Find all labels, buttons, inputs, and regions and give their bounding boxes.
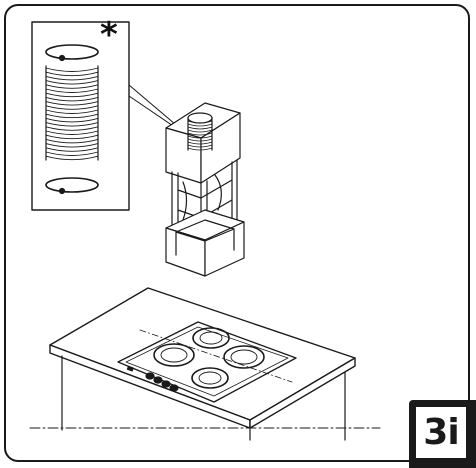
duct-corrugation (45, 84, 99, 89)
top-clamp-ring (45, 44, 99, 60)
leader-line (128, 84, 183, 131)
hood-duct-corrugation (187, 123, 213, 127)
bottom-clamp-ring (45, 177, 99, 193)
hob-burners (153, 327, 265, 389)
duct-corrugation (45, 151, 99, 156)
duct-corrugation (45, 105, 99, 110)
duct-inset (31, 21, 183, 211)
hood-duct-corrugation (187, 120, 213, 124)
bottom-clamp-screw (58, 187, 66, 195)
duct-corrugation (45, 96, 99, 102)
hood-duct-corrugation (187, 147, 213, 151)
inset-asterisk-marker: * (100, 15, 118, 55)
hood-duct-corrugation (187, 138, 213, 142)
hood-frame-assembly (165, 102, 245, 277)
duct-corrugation (45, 101, 99, 106)
duct-corrugation (45, 122, 99, 127)
hood-duct-corrugation (187, 144, 213, 148)
duct-corrugation (45, 80, 99, 85)
duct-corrugation (45, 88, 99, 93)
duct-corrugation (45, 92, 99, 98)
step-label: 3i (414, 405, 468, 460)
worktop-with-hob (29, 287, 381, 441)
duct-corrugation (45, 75, 99, 81)
hood-duct-corrugation (187, 126, 213, 130)
duct-corrugation (45, 130, 99, 135)
duct-corrugation (45, 67, 99, 72)
top-clamp-screw (58, 54, 66, 62)
hob-control-knobs (126, 365, 179, 392)
duct-corrugation (45, 71, 99, 77)
duct-corrugation (45, 155, 99, 161)
inset-frame (31, 21, 130, 211)
hood-duct-corrugation (187, 135, 213, 139)
hood-duct-corrugation (187, 129, 213, 133)
duct-corrugation (45, 113, 99, 119)
hood-duct-corrugation (187, 141, 213, 145)
duct-corrugation (45, 126, 99, 131)
duct-corrugation (45, 134, 99, 140)
flexible-duct (45, 65, 99, 161)
duct-corrugation (45, 147, 99, 152)
duct-corrugation (45, 109, 99, 114)
duct-corrugation (45, 138, 99, 144)
hood-duct-corrugation (187, 132, 213, 136)
duct-corrugation (45, 117, 99, 123)
duct-corrugation (45, 143, 99, 148)
step-badge: 3i (409, 400, 476, 468)
